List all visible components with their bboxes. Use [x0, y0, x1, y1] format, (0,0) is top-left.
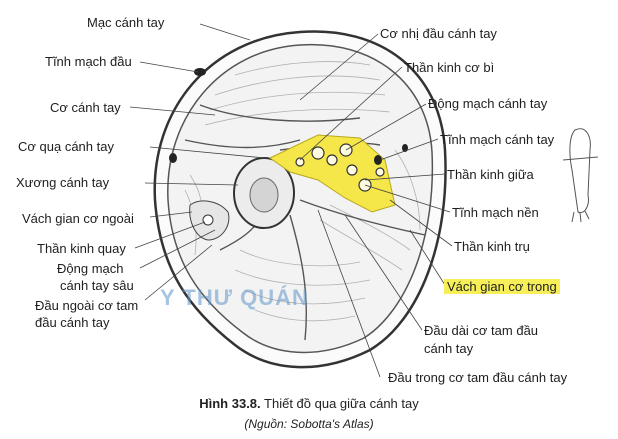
intermuscular-septa: [184, 104, 426, 341]
label-co-qua-canh-tay: Cơ quạ cánh tay: [18, 139, 114, 154]
figure-title: Thiết đồ qua giữa cánh tay: [264, 396, 419, 411]
label-than-kinh-giua: Thần kinh giữa: [447, 167, 534, 182]
watermark: Y THƯ QUÁN: [160, 285, 309, 310]
label-co-nhi-dau: Cơ nhị đầu cánh tay: [380, 26, 497, 41]
label-dong-mach-canh-tay: Động mạch cánh tay: [428, 96, 548, 111]
neurovascular-bundle-highlight: [269, 134, 396, 213]
label-xuong-canh-tay: Xương cánh tay: [16, 175, 110, 190]
label-dong-mach-canh-tay-sau-line1: Động mạch: [57, 261, 124, 276]
figure-caption: Hình 33.8. Thiết đồ qua giữa cánh tay: [0, 396, 618, 411]
label-than-kinh-quay: Thần kinh quay: [37, 241, 126, 256]
label-mac-canh-tay: Mạc cánh tay: [87, 15, 165, 30]
label-than-kinh-tru: Thần kinh trụ: [454, 239, 530, 254]
label-tinh-mach-dau: Tĩnh mạch đầu: [45, 54, 132, 69]
label-dau-ngoai-line2: đầu cánh tay: [35, 315, 110, 330]
fascia-outline: [167, 43, 434, 354]
label-dau-dai-line1: Đầu dài cơ tam đầu: [424, 323, 539, 338]
label-tinh-mach-nen: Tĩnh mạch nền: [452, 205, 539, 220]
label-vach-gian-co-trong: Vách gian cơ trong: [444, 279, 560, 294]
figure-number: Hình 33.8.: [199, 396, 261, 411]
label-dong-mach-canh-tay-sau-line2: cánh tay sâu: [60, 278, 134, 293]
label-co-canh-tay: Cơ cánh tay: [50, 100, 121, 115]
label-vach-gian-co-ngoai: Vách gian cơ ngoài: [22, 211, 134, 226]
label-dau-dai-line2: cánh tay: [424, 341, 474, 356]
superficial-veins: [169, 68, 408, 165]
arm-orientation-sketch: [562, 128, 599, 223]
label-tinh-mach-canh-tay: Tĩnh mạch cánh tay: [440, 132, 555, 147]
label-dau-trong: Đầu trong cơ tam đầu cánh tay: [388, 370, 568, 385]
leader-lines: [129, 23, 453, 378]
label-dau-ngoai-line1: Đầu ngoài cơ tam: [35, 298, 139, 313]
label-than-kinh-co-bi: Thần kinh cơ bì: [404, 60, 495, 75]
figure-source: (Nguồn: Sobotta's Atlas): [244, 417, 374, 431]
